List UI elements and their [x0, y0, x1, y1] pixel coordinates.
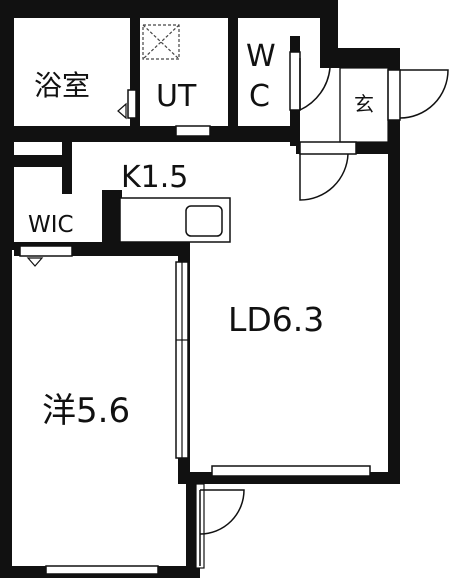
wall-left-lower [0, 250, 12, 578]
markers [26, 102, 127, 267]
wall-left-upper [0, 0, 14, 250]
washing-machine-icon [142, 24, 180, 60]
label-ld: LD6.3 [228, 300, 324, 339]
wic-step-triangle-icon [26, 257, 44, 267]
windows [19, 51, 401, 575]
label-ut: UT [156, 79, 197, 114]
wc-door-gap [289, 51, 301, 111]
label-bath: 浴室 [34, 69, 90, 102]
window-ld-bottom [211, 465, 371, 477]
door-entrance-inner-swing [299, 153, 349, 201]
label-entrance: 玄 [354, 92, 374, 116]
kitchen-counter [119, 197, 231, 243]
wall-top [0, 0, 338, 18]
entrance-door-gap [299, 141, 357, 155]
sink-icon [185, 205, 223, 237]
wall-bath-ut [130, 18, 140, 128]
wall-top-right-step [320, 48, 400, 68]
wall-wc-bottom [238, 126, 300, 142]
door-western-swing [199, 489, 245, 535]
window-entrance-right [387, 69, 401, 121]
label-wc-c: C [249, 79, 270, 114]
wall-right [388, 48, 400, 484]
doors [199, 58, 449, 566]
wall-kitchen-left [116, 190, 122, 246]
wic-door-gap [19, 245, 73, 257]
door-entrance-swing [399, 69, 449, 119]
label-wic: WIC [28, 212, 74, 238]
entrance-floor [339, 67, 389, 143]
wall-bath-bottom [14, 126, 138, 142]
wall-top-right [320, 0, 338, 55]
bath-step-triangle-icon [117, 102, 127, 120]
window-western-bottom [45, 565, 159, 575]
wall-wic-right [62, 142, 72, 194]
wall-wic-top [14, 155, 70, 167]
wall-ut-wc [228, 18, 238, 128]
ut-door-gap [175, 125, 211, 137]
bath-door-gap [127, 89, 137, 119]
door-wc-swing [299, 58, 331, 112]
label-western: 洋5.6 [42, 391, 130, 431]
label-wc-w: W [246, 39, 276, 74]
label-kitchen: K1.5 [121, 160, 188, 195]
room-labels: 浴室 UT W C 玄 K1.5 WIC LD6.3 洋5.6 [28, 39, 374, 431]
wall-wic-lower-right [102, 190, 116, 250]
